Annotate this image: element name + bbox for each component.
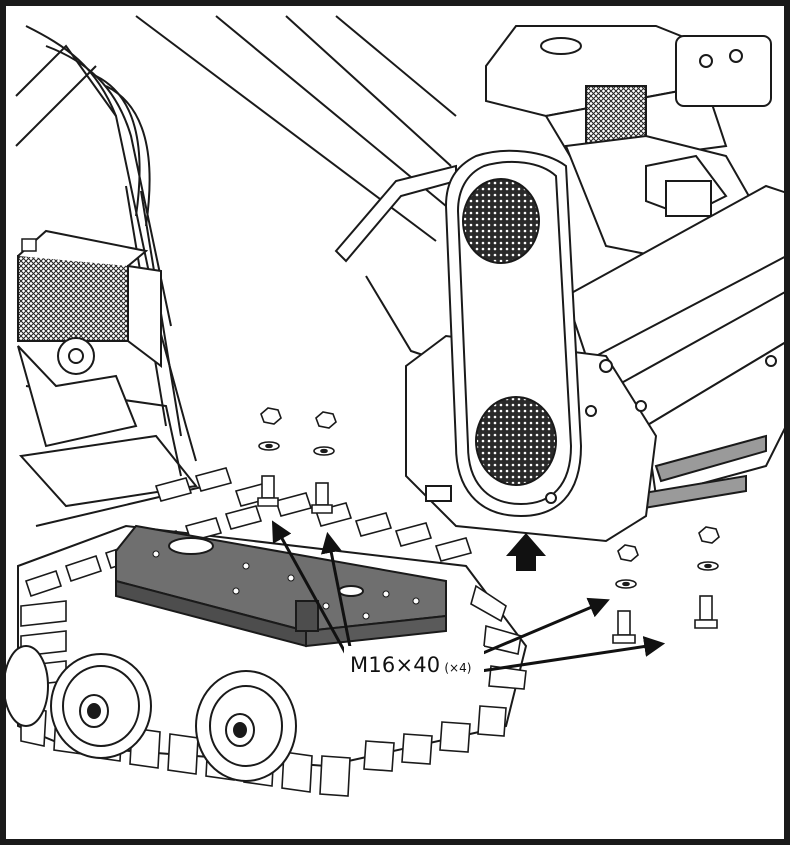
track-wheel-rear (195, 670, 297, 782)
lift-arrow-icon (506, 533, 546, 571)
tracked-carrier (15, 25, 207, 527)
chipper-unit (135, 15, 784, 543)
track-wheel-front (50, 653, 152, 759)
left-engine (17, 229, 162, 448)
bolt-set-right (612, 526, 720, 644)
bolt-quantity-label: (×4) (444, 661, 472, 675)
bolt-spec-callout: M16×40 (×4) (344, 646, 484, 684)
mounting-plate (115, 524, 447, 648)
bolt-spec-label: M16×40 (350, 653, 441, 677)
assembly-illustration (6, 15, 784, 797)
bolt-set-left (257, 407, 337, 514)
callout-leader-arrows (271, 520, 666, 673)
